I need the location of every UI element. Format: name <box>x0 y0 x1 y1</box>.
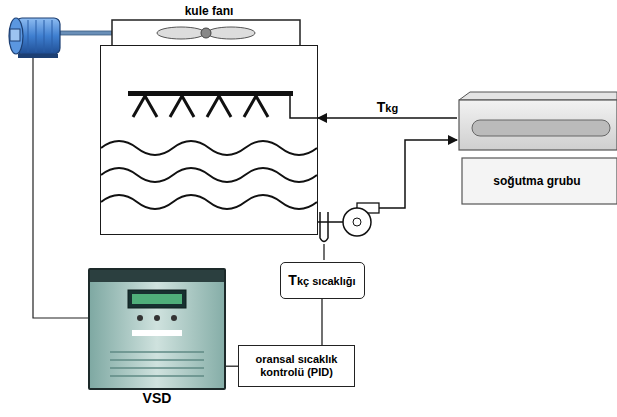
pump-casing <box>343 208 371 236</box>
supply-pipe <box>290 96 318 118</box>
vsd-button <box>171 315 177 321</box>
motor-fin <box>28 20 29 52</box>
vsd-drive: VSD <box>88 268 226 390</box>
motor-terminal-box <box>10 29 20 41</box>
motor-wire <box>33 58 88 318</box>
spray-header <box>128 91 293 96</box>
vsd-screen <box>132 294 182 304</box>
node-label: kule fanı <box>81 4 337 18</box>
motor-shaft <box>60 31 112 35</box>
motor-fin <box>52 20 53 52</box>
text-holder: soğutma grubu <box>462 158 612 204</box>
text-holder: kule fanı <box>81 4 337 18</box>
vsd-grille <box>110 359 204 361</box>
sensor-box: Tkç sıcaklığı <box>280 262 365 299</box>
pump-impeller <box>353 218 361 226</box>
node-label: oransal sıcaklık kontrolü (PID) <box>244 353 349 379</box>
vsd-grille <box>110 351 204 353</box>
vsd-display <box>128 290 186 308</box>
fan-hub <box>201 28 211 38</box>
spray-nozzle <box>244 96 268 117</box>
cooling-tower: kule fanı <box>100 45 318 235</box>
vsd-button <box>137 315 143 321</box>
fan-blade <box>207 27 255 39</box>
fan-housing <box>112 20 300 45</box>
node-label: Tkç sıcaklığı <box>288 272 357 289</box>
edge-label: Tkg <box>375 99 400 116</box>
text-holder: oransal sıcaklık kontrolü (PID) <box>239 346 354 386</box>
vsd-top-band <box>90 270 224 282</box>
spray-nozzle <box>133 96 157 117</box>
vsd-button <box>154 315 160 321</box>
node-label: VSD <box>90 390 224 407</box>
spray-nozzle <box>207 96 231 117</box>
motor-end <box>9 18 23 54</box>
water-pipe <box>318 140 457 222</box>
chiller-top <box>459 92 617 100</box>
chiller-vessel <box>472 120 610 136</box>
fill-wave <box>101 168 317 182</box>
spray-nozzle <box>170 96 194 117</box>
fan-blade <box>157 27 205 39</box>
text-holder: Tkç sıcaklığı <box>281 263 364 298</box>
temperature-sensor <box>320 212 328 242</box>
vsd-strip <box>132 330 182 336</box>
vsd-body <box>90 270 224 388</box>
chiller-upper <box>459 100 617 150</box>
node-label: soğutma grubu <box>493 174 580 188</box>
signal-line <box>226 366 238 367</box>
motor-fin <box>44 20 45 52</box>
signal-line <box>321 299 322 345</box>
edge-label-holder: Tkg <box>375 99 400 116</box>
motor-foot <box>18 54 58 58</box>
vsd-grille <box>110 367 204 369</box>
motor-fin <box>36 20 37 52</box>
sensor-lead <box>323 244 324 260</box>
chiller-unit: soğutma grubu <box>457 95 617 205</box>
vsd-grille <box>110 375 204 377</box>
chiller-base <box>462 158 617 204</box>
fill-wave <box>101 141 317 155</box>
fill-wave <box>101 195 317 209</box>
text-holder: VSD <box>90 390 224 407</box>
pid-box: oransal sıcaklık kontrolü (PID) <box>238 345 355 387</box>
water-pipe <box>318 117 457 119</box>
